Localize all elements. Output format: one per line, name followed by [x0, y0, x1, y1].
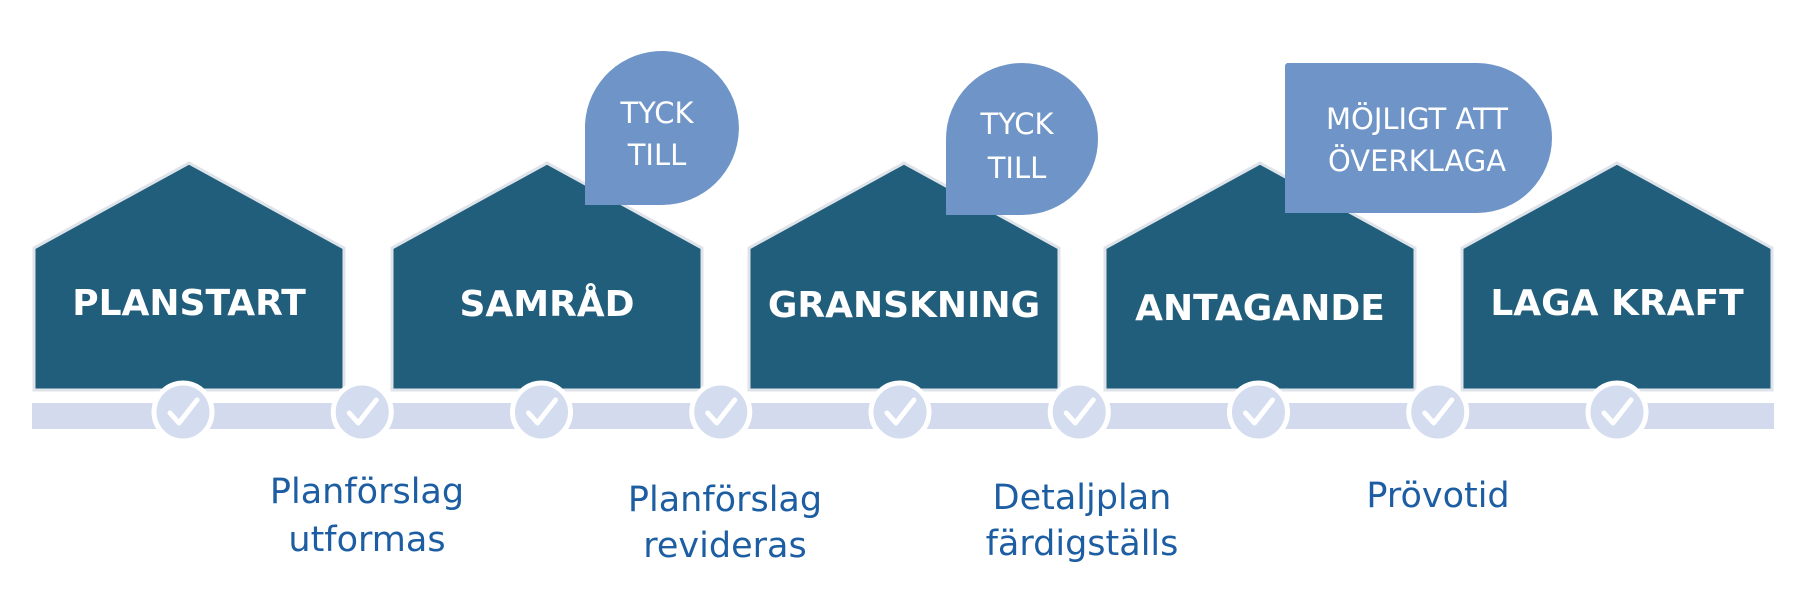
house-shape [390, 161, 704, 392]
speech-bubble-samrad: TYCK TILL [585, 51, 739, 206]
bubbles-layer: TYCK TILL TYCK TILL MÖJLIGT ATT ÖVERKLAG… [585, 51, 1552, 215]
phase-label-detaljplan-fardigstalls: Detaljplan färdigställs [986, 478, 1179, 564]
house-laga-kraft: LAGA KRAFT [1460, 161, 1774, 392]
house-shape [32, 161, 346, 392]
checkpoints-layer [151, 380, 1649, 444]
bubble-label: MÖJLIGT ATT [1326, 102, 1508, 136]
phase-label-planforslag-utformas: Planförslag utformas [270, 472, 464, 560]
phase-label-line: utformas [288, 520, 445, 560]
house-label: SAMRÅD [459, 283, 634, 325]
checkpoint [1406, 380, 1470, 444]
houses-layer: PLANSTART SAMRÅD GRANSKNING ANTAGANDE LA… [32, 161, 1774, 392]
house-label: GRANSKNING [768, 285, 1040, 326]
phase-label-line: Prövotid [1366, 476, 1509, 516]
check-icon [1601, 397, 1634, 426]
checkpoint [151, 380, 215, 444]
check-icon [526, 397, 558, 426]
check-icon [346, 397, 379, 426]
bubble-label: TILL [627, 138, 687, 172]
speech-bubble-shape [585, 51, 739, 206]
phase-label-planforslag-revideras: Planförslag revideras [628, 480, 822, 566]
checkpoint-circle [1227, 380, 1290, 444]
phase-label-line: Planförslag [270, 472, 464, 512]
house-shape [1460, 161, 1774, 392]
phase-label-line: färdigställs [986, 524, 1179, 564]
checkpoint-circle [689, 380, 753, 444]
checkpoint-circle [1406, 380, 1470, 444]
phase-label-line: revideras [643, 526, 806, 566]
check-icon [1063, 397, 1096, 426]
speech-bubble-granskning: TYCK TILL [946, 63, 1098, 215]
bubble-label: TILL [987, 151, 1047, 185]
check-icon [167, 397, 200, 426]
house-label: PLANSTART [72, 283, 306, 324]
phase-label-line: Planförslag [628, 480, 822, 520]
check-icon [1422, 397, 1455, 426]
checkpoint-circle [1585, 380, 1649, 444]
checkpoint-circle [510, 380, 573, 444]
bubble-label: TYCK [619, 96, 694, 130]
checkpoint [330, 380, 394, 444]
house-planstart: PLANSTART [32, 161, 346, 392]
check-icon [1243, 397, 1275, 426]
checkpoint [1227, 380, 1290, 444]
house-label: ANTAGANDE [1135, 288, 1385, 329]
checkpoint [868, 380, 932, 444]
checkpoint [510, 380, 573, 444]
checkpoint [1047, 380, 1111, 444]
house-granskning: GRANSKNING [747, 161, 1061, 392]
checkpoint-circle [1047, 380, 1111, 444]
checkpoint [1585, 380, 1649, 444]
phase-label-line: Detaljplan [993, 478, 1172, 518]
checkpoint-circle [151, 380, 215, 444]
phase-label-provotid: Prövotid [1366, 476, 1509, 516]
house-samrad: SAMRÅD [390, 161, 704, 392]
speech-bubble-antagande: MÖJLIGT ATT ÖVERKLAGA [1285, 63, 1552, 213]
house-shape [747, 161, 1061, 392]
checkpoint-circle [330, 380, 394, 444]
bubble-label: TYCK [979, 107, 1054, 141]
speech-bubble-shape [1285, 63, 1552, 213]
bubble-label: ÖVERKLAGA [1328, 144, 1506, 178]
checkpoint-circle [868, 380, 932, 444]
checkpoint [689, 380, 753, 444]
house-antagande: ANTAGANDE [1103, 161, 1417, 392]
check-icon [705, 397, 738, 426]
phase-labels-layer: Planförslag utformas Planförslag revider… [270, 472, 1510, 566]
check-icon [884, 397, 917, 426]
house-shape [1103, 161, 1417, 392]
house-label: LAGA KRAFT [1490, 283, 1744, 324]
speech-bubble-shape [946, 63, 1098, 215]
